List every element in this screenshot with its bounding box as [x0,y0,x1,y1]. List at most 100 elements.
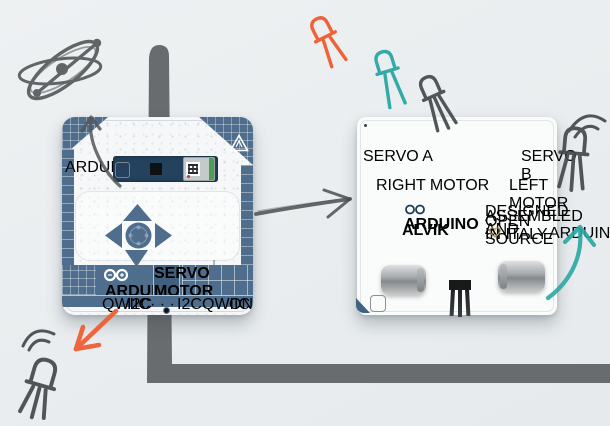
fiducial-dot [90,142,93,145]
left-motor-label: LEFT MOTOR [509,177,569,212]
qwiic-right-label: QWIIC [202,296,250,313]
controller-board: ARDUINO CC [62,117,253,315]
dpad-detail [128,233,133,238]
port-label-row: QWIIC I2C GROVE · · · I2C GROVE QWIIC ON [62,295,253,315]
dpad-detail [136,225,141,230]
origin-text-1: DESIGNED AND [485,203,569,238]
dpad [105,204,172,267]
mount-hole [541,169,552,180]
alvik-model-badge: ALVIK [402,222,449,239]
label-cell-qwiic-left: QWIIC [102,296,150,313]
dpad-left-button [105,223,122,248]
component [475,129,486,135]
right-motor-label: RIGHT MOTOR [376,177,490,194]
servo-pin [163,307,170,314]
header-row-top [394,145,522,162]
alvik-brand-text: ARDUINO [404,216,479,233]
label-cell-grove-right: I2C GROVE [177,296,235,315]
band-grid-left [62,265,96,295]
jst-bottom-small-right [503,294,515,306]
motor-left-bracket [397,262,407,267]
dpad-right-button [155,223,172,248]
arduino-logo [103,268,129,282]
slot-bottom-right [242,297,249,309]
fiducial-dot [229,143,232,146]
mount-hole [364,174,375,185]
pin-header-base [449,280,471,290]
component [397,199,403,204]
pad [403,245,406,248]
grove-right-label: I2C GROVE [177,296,235,315]
chip-pin1-dot [364,124,367,127]
main-mcu-chip [357,124,393,173]
qr-label [186,162,200,176]
motor-right-cap [500,264,507,289]
component [133,162,139,167]
module-green-edge [209,158,214,180]
pin-header-pin [458,289,462,317]
pad [144,161,147,164]
nano-pcb [113,156,218,182]
dpad-down-button [125,250,148,267]
component [380,207,393,218]
screw-left [64,167,74,177]
gold-pins-left [416,284,440,288]
component [445,164,456,173]
grove-left-label: I2C GROVE [127,296,185,315]
fiducial-dot [222,143,225,146]
alvik-edge-text: ARDUINO.CC [549,225,610,242]
rf-module [183,157,215,181]
certification-marks [442,255,474,275]
gold-pins-right [475,284,499,288]
band-grid-right [182,265,253,295]
bottom-band: ARDUINO SERVO MOTOR [62,265,253,314]
module-red-dot [187,175,190,178]
jst-connector-right [507,162,537,173]
slot-bottom-left [66,297,73,309]
screw-right [241,167,251,177]
pin-header-bottom [115,182,216,190]
mount-hole-top-right [208,126,216,134]
alvik-arduino-logo [405,204,425,215]
component [415,165,423,172]
mount-hole-top-left [80,126,88,134]
mount-hole [540,301,551,312]
controller-center-panel [75,191,240,261]
jst-bottom-mid-right [473,289,501,311]
label-cell-servo-pins: · · · [150,296,177,313]
servo-a-label: SERVO A [363,148,433,165]
dpad-detail [144,233,149,238]
alvik-board: SERVO A SERVO B RIGHT MOTOR LEFT MOTOR [356,117,610,317]
jst-bottom-mid-left [414,289,442,311]
component [477,165,485,172]
label-cell-grove-left: I2C GROVE [127,296,185,315]
usb-c-bottom [370,295,386,312]
dpad-up-button [123,204,152,221]
motor-left [381,265,426,295]
label-cell-qwiic-right: QWIIC [202,296,250,313]
component [381,195,391,203]
pad [387,235,390,238]
dpad-center-ring [129,226,148,245]
usb-c-connector [115,162,130,178]
nano-esp32-module [113,148,218,190]
fiducial-dot [97,142,100,145]
edge-strip-right [241,165,253,269]
mcu-chip [150,163,162,175]
pin-header-top [115,148,216,156]
servo-socket-right [521,123,551,147]
servo-motor-block: SERVO MOTOR [153,265,213,314]
motor-right-bracket [516,258,526,263]
edge-strip-left [62,149,74,269]
pad [144,174,147,177]
dpad-detail [136,241,141,246]
esd-warning-icon [229,134,249,152]
motor-left-cap [417,268,424,292]
servo-label-line1: SERVO [154,265,210,282]
heart-icon [489,227,501,238]
jst-bottom-small-left [388,293,400,310]
origin-text-3: OPEN SOURCE [485,213,554,248]
servo-socket-left [363,123,393,147]
label-cell-on: ON [229,296,253,313]
